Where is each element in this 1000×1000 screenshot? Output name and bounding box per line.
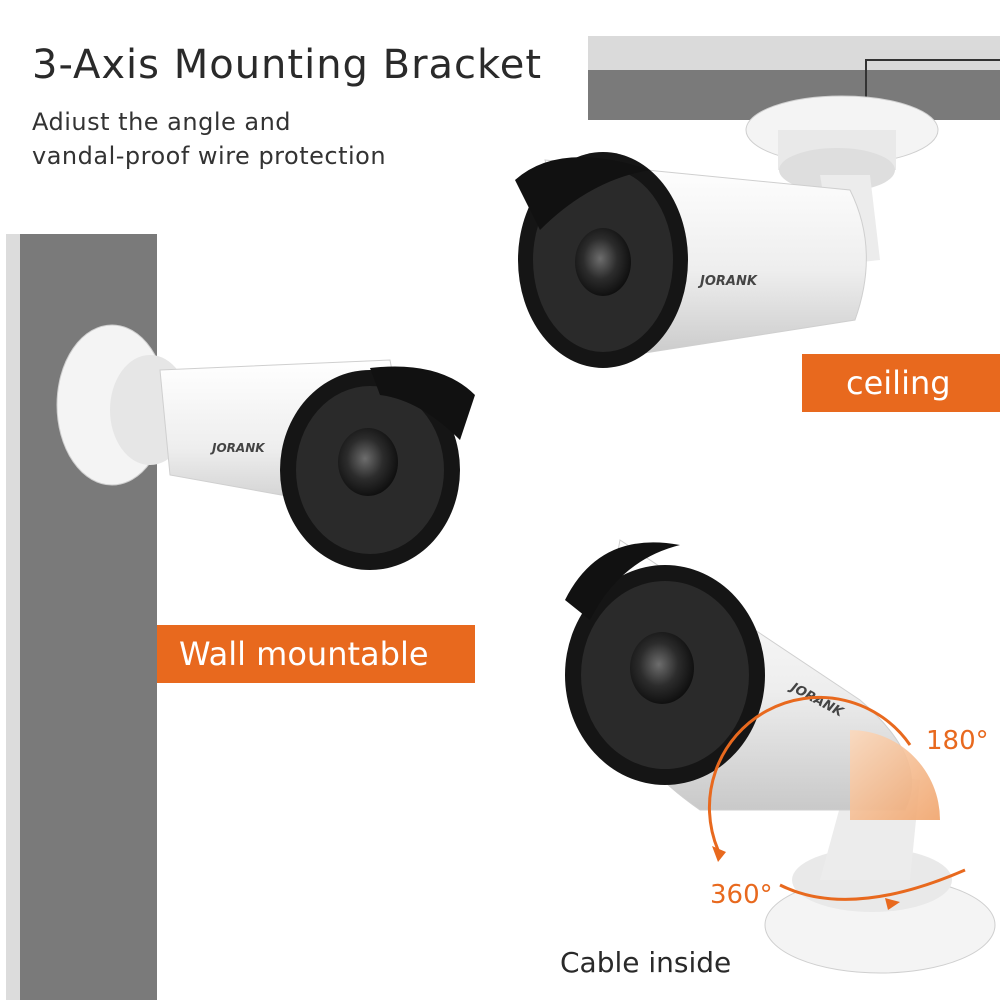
pan-arrowhead-icon	[885, 898, 900, 910]
rotation-180-label: 180°	[926, 726, 989, 756]
rotation-360-label: 360°	[710, 880, 773, 910]
page-title: 3-Axis Mounting Bracket	[32, 42, 543, 88]
subtitle-line-1: Adiust the angle and	[32, 108, 292, 136]
ceiling-slab	[588, 36, 1000, 120]
tilt-arrowhead-icon	[712, 846, 726, 862]
ceiling-label: ceiling	[802, 354, 1000, 412]
cable-inside-label: Cable inside	[560, 946, 732, 979]
rotating-camera: JORANK	[565, 539, 996, 974]
tilt-arc	[850, 730, 940, 820]
wall-label-text: Wall mountable	[179, 635, 429, 673]
wall-camera: JORANK	[56, 324, 475, 570]
ceiling-label-text: ceiling	[846, 364, 951, 402]
tilt-arrow	[707, 695, 912, 851]
ceiling-camera-brand: JORANK	[697, 274, 758, 289]
wall-camera-brand: JORANK	[210, 441, 266, 455]
ceiling-camera: JORANK	[515, 95, 939, 368]
subtitle-line-2: vandal-proof wire protection	[32, 142, 387, 170]
wall-label: Wall mountable	[157, 625, 475, 683]
pan-arrow	[779, 868, 966, 901]
